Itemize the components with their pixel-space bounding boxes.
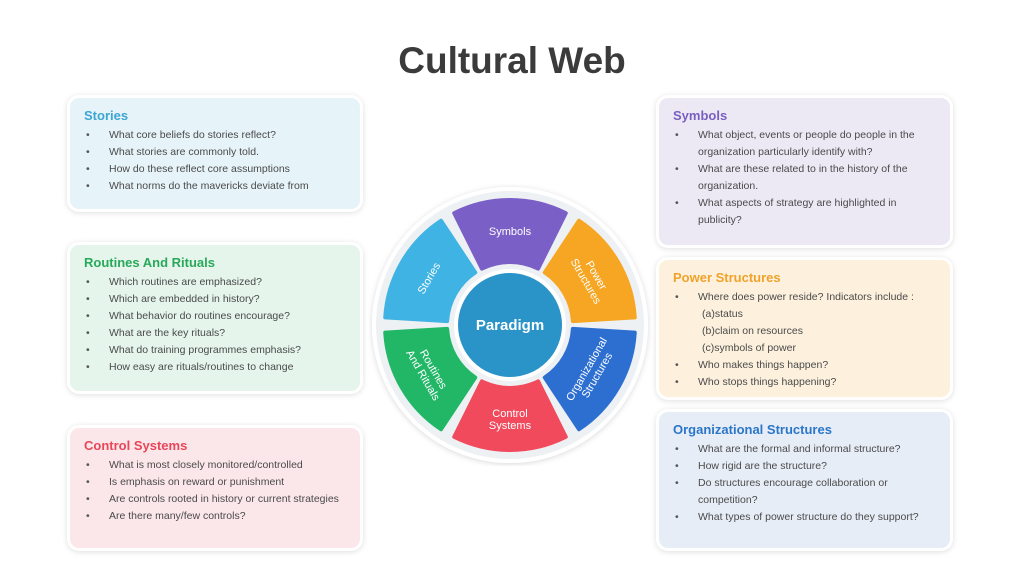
list-item: Who stops things happening? [673,374,936,391]
symbols-heading: Symbols [673,108,728,123]
control-card: Control Systems What is most closely mon… [67,425,363,551]
stories-card: Stories What core beliefs do stories ref… [67,95,363,212]
list-item: What aspects of strategy are highlighted… [673,195,936,229]
power-heading: Power Structures [673,270,781,285]
list-item: What is most closely monitored/controlle… [84,457,346,474]
list-item: Is emphasis on reward or punishment [84,474,346,491]
list-item: Are controls rooted in history or curren… [84,491,346,508]
list-item: Which are embedded in history? [84,291,346,308]
control-segment [452,379,568,452]
power-card: Power Structures Where does power reside… [656,257,953,400]
list-item: What do training programmes emphasis? [84,342,346,359]
list-item: What behavior do routines encourage? [84,308,346,325]
list-item: How do these reflect core assumptions [84,161,346,178]
list-item: What are the key rituals? [84,325,346,342]
segment-label-line: Systems [489,420,532,432]
org-card: Organizational Structures What are the f… [656,409,953,551]
list-item: Where does power reside? Indicators incl… [673,289,936,306]
org-segment [542,326,637,432]
power-segment [542,218,637,324]
list-item: Which routines are emphasized? [84,274,346,291]
symbols-list: What object, events or people do people … [673,127,936,229]
org-list: What are the formal and informal structu… [673,441,936,526]
list-item: What types of power structure do they su… [673,509,936,526]
segment-label-line: Symbols [489,226,532,238]
list-item: What are these related to in the history… [673,161,936,195]
segments-group: StoriesSymbolsPowerStructuresOrganizatio… [383,198,637,452]
power-list: Where does power reside? Indicators incl… [673,289,936,391]
routines-heading: Routines And Rituals [84,255,215,270]
list-item: Who makes things happen? [673,357,936,374]
stories-segment [383,218,478,324]
control-list: What is most closely monitored/controlle… [84,457,346,525]
paradigm-circle [458,273,562,377]
list-subitem: (c)symbols of power [702,342,796,354]
list-subitem: (a)status [702,308,743,320]
list-item: How rigid are the structure? [673,458,936,475]
list-item: What norms do the mavericks deviate from [84,178,346,195]
routines-card: Routines And Rituals Which routines are … [67,242,363,394]
page-title: Cultural Web [398,40,626,81]
list-item: Are there many/few controls? [84,508,346,525]
paradigm-label: Paradigm [476,317,544,334]
symbols-segment [452,198,568,271]
list-item: Do structures encourage collaboration or… [673,475,936,509]
list-item: What core beliefs do stories reflect? [84,127,346,144]
list-item: What stories are commonly told. [84,144,346,161]
routines-segment [383,326,478,432]
stories-heading: Stories [84,108,129,123]
list-item: What object, events or people do people … [673,127,936,161]
control-heading: Control Systems [84,438,188,453]
symbols-segment-label: Symbols [489,226,532,238]
list-item: What are the formal and informal structu… [673,441,936,458]
list-item: How easy are rituals/routines to change [84,359,346,376]
org-heading: Organizational Structures [673,422,832,437]
segment-label-line: Control [492,408,527,420]
symbols-card: Symbols What object, events or people do… [656,95,953,248]
routines-list: Which routines are emphasized? Which are… [84,274,346,376]
cultural-web-diagram: StoriesSymbolsPowerStructuresOrganizatio… [372,187,648,463]
stories-list: What core beliefs do stories reflect? Wh… [84,127,346,195]
list-subitem: (b)claim on resources [702,325,803,337]
